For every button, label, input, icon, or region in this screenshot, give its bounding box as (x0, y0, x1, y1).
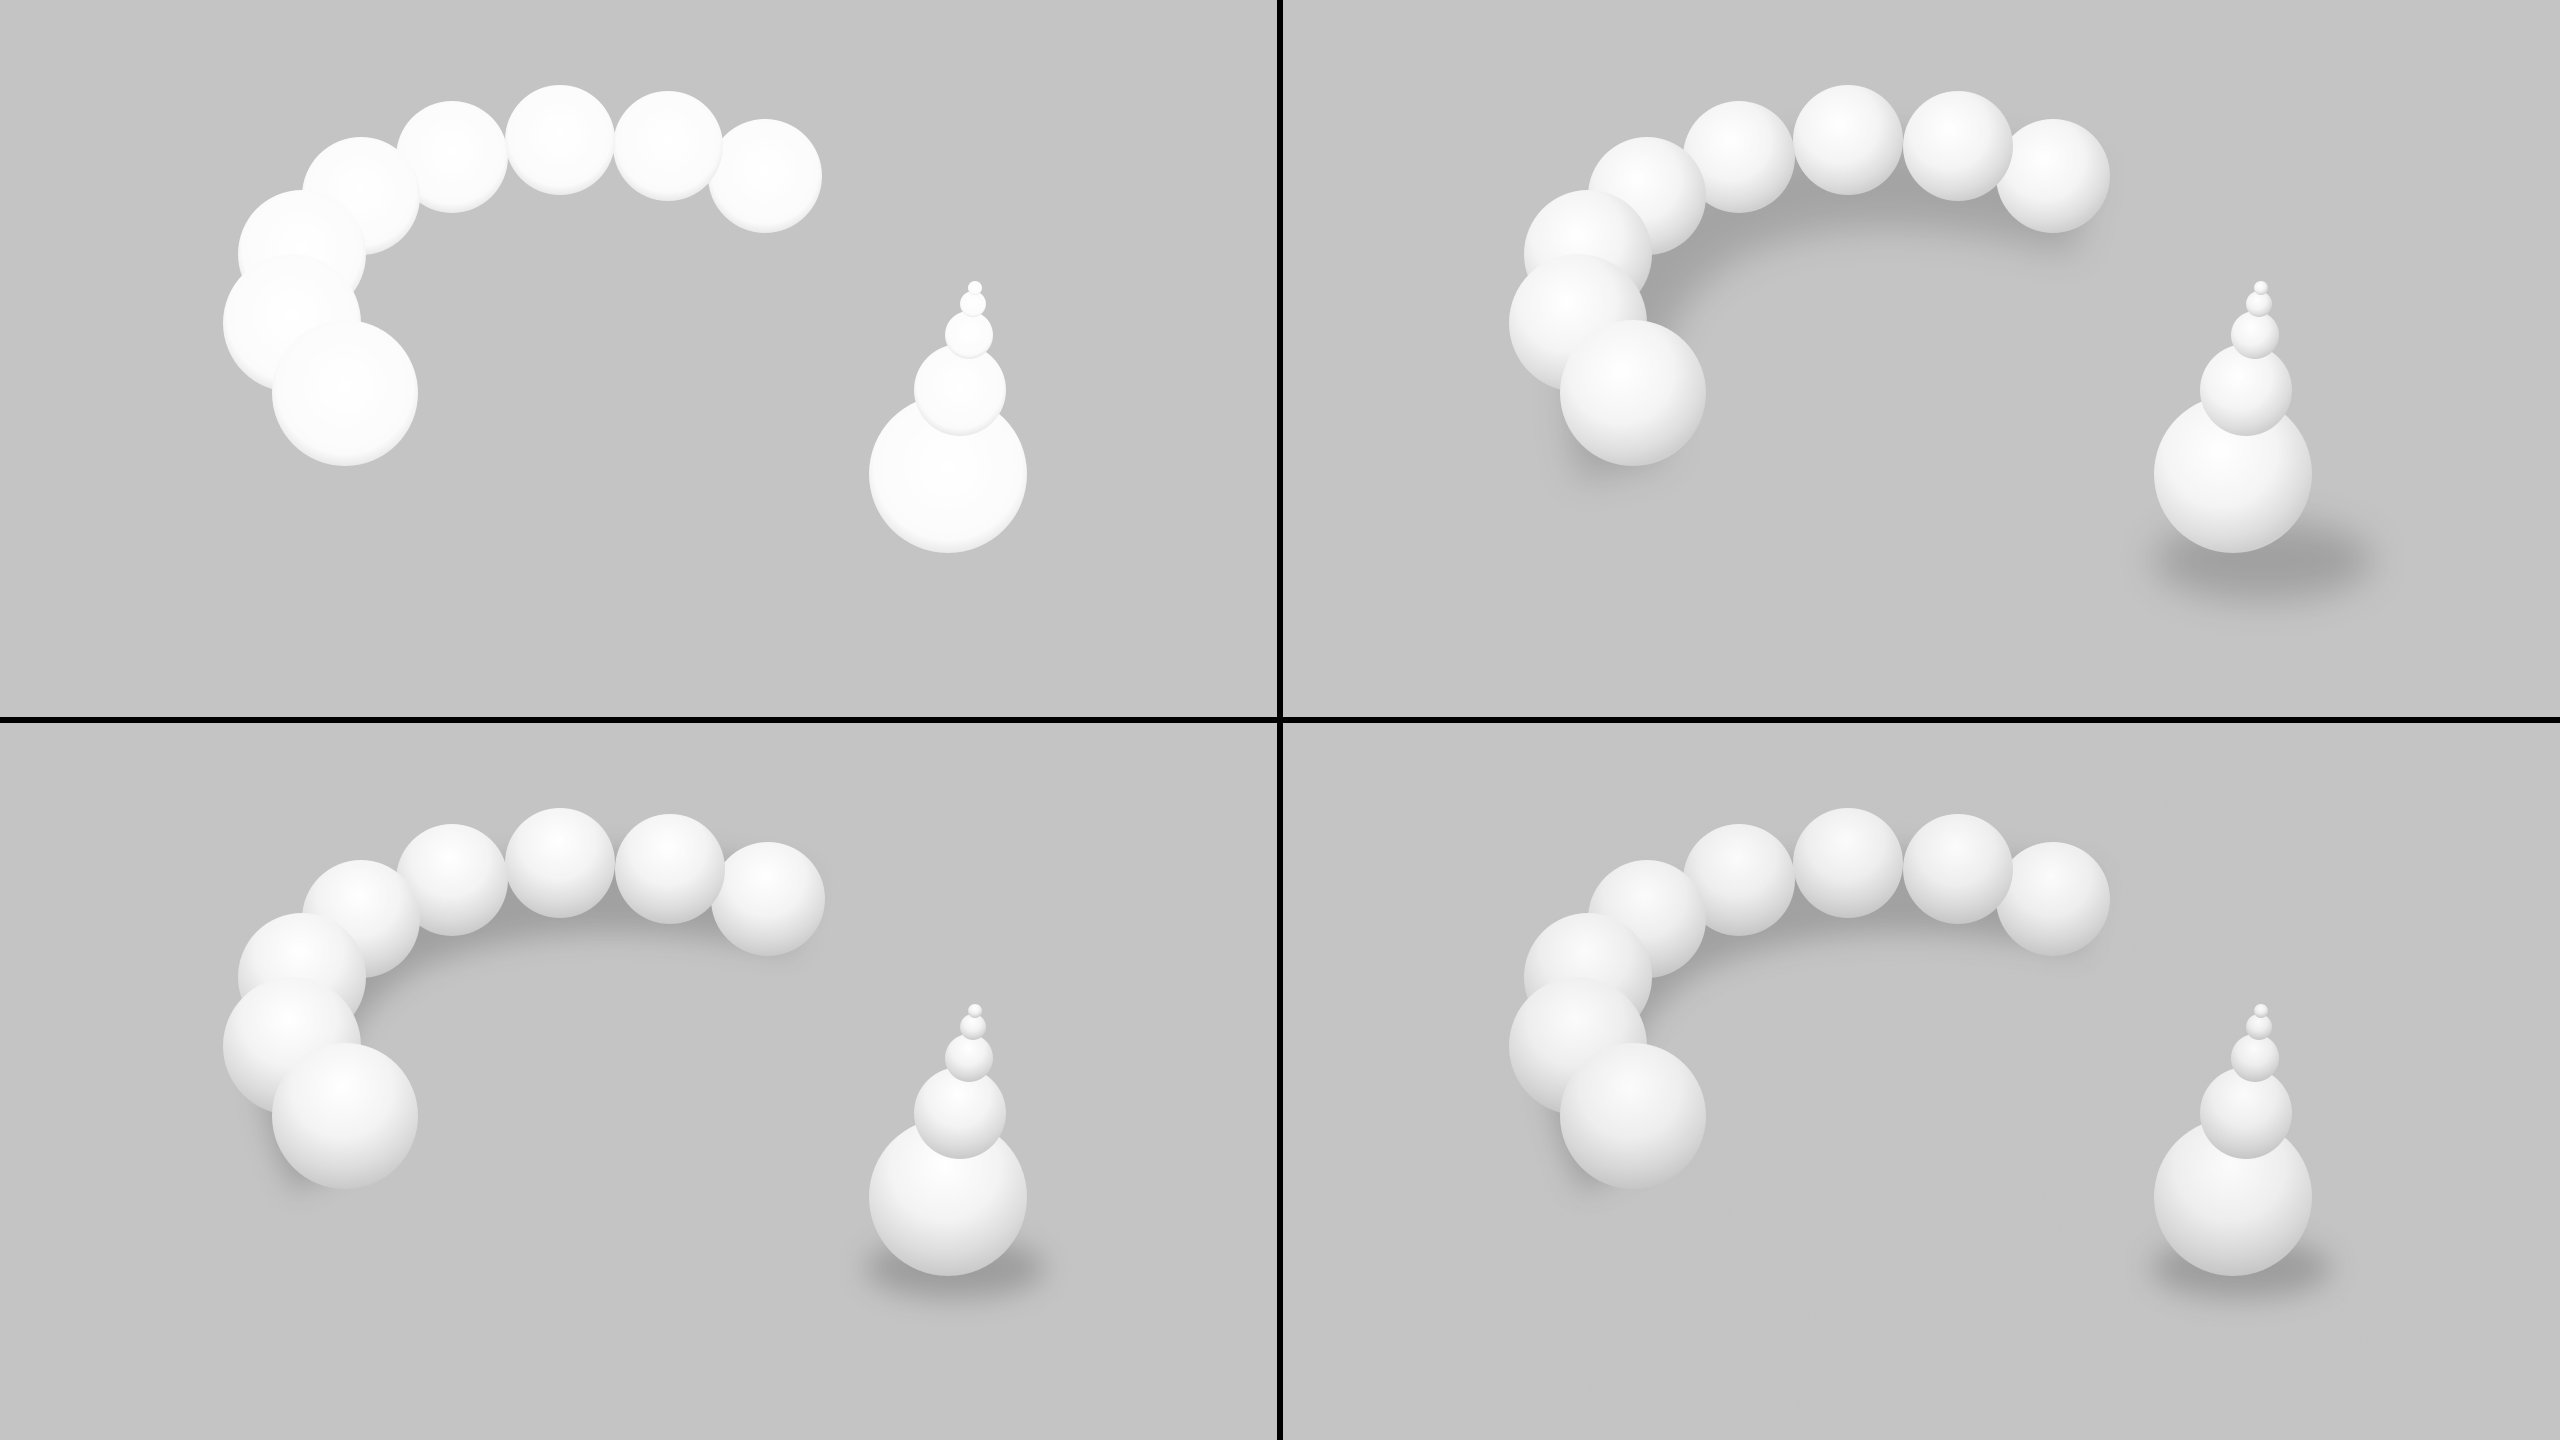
sphere (615, 814, 725, 924)
sphere (1996, 119, 2110, 233)
scene-occlusion (223, 808, 1045, 1298)
sphere (914, 344, 1006, 436)
arc-spheres (223, 85, 822, 466)
render-panel-top-right (1283, 0, 2560, 717)
render-panel-bottom-left (0, 723, 1277, 1440)
scene-soft-shadow (1509, 85, 2373, 600)
sphere (2254, 281, 2268, 295)
sphere (968, 1004, 982, 1018)
sphere (2231, 311, 2279, 359)
sphere (869, 395, 1027, 553)
sphere (914, 1067, 1006, 1159)
sphere (396, 824, 508, 936)
sphere (960, 291, 986, 317)
arc-spheres (223, 808, 825, 1189)
sphere (968, 281, 982, 295)
render-panel-bottom-right (1283, 723, 2560, 1440)
render-panel-top-left (0, 0, 1277, 717)
stacked-spheres (869, 1004, 1027, 1276)
sphere (505, 85, 615, 195)
sphere (613, 91, 723, 201)
sphere (2200, 344, 2292, 436)
sphere (272, 320, 418, 466)
noise-overlay (1283, 723, 2560, 1440)
sphere (869, 1118, 1027, 1276)
stacked-spheres (869, 281, 1027, 553)
sphere (945, 1034, 993, 1082)
arc-spheres (1509, 85, 2110, 466)
sphere (2246, 291, 2272, 317)
sphere (960, 1014, 986, 1040)
sphere (2154, 395, 2312, 553)
sphere (396, 101, 508, 213)
sphere (945, 311, 993, 359)
sphere (711, 842, 825, 956)
sphere (272, 1043, 418, 1189)
scene-flat (223, 85, 1027, 553)
sphere (1560, 320, 1706, 466)
sphere (1683, 101, 1795, 213)
sphere (505, 808, 615, 918)
sphere (1793, 85, 1903, 195)
stacked-spheres (2154, 281, 2312, 553)
sphere (1903, 91, 2013, 201)
scene-occlusion-noisy (1283, 723, 2560, 1440)
sphere (708, 119, 822, 233)
